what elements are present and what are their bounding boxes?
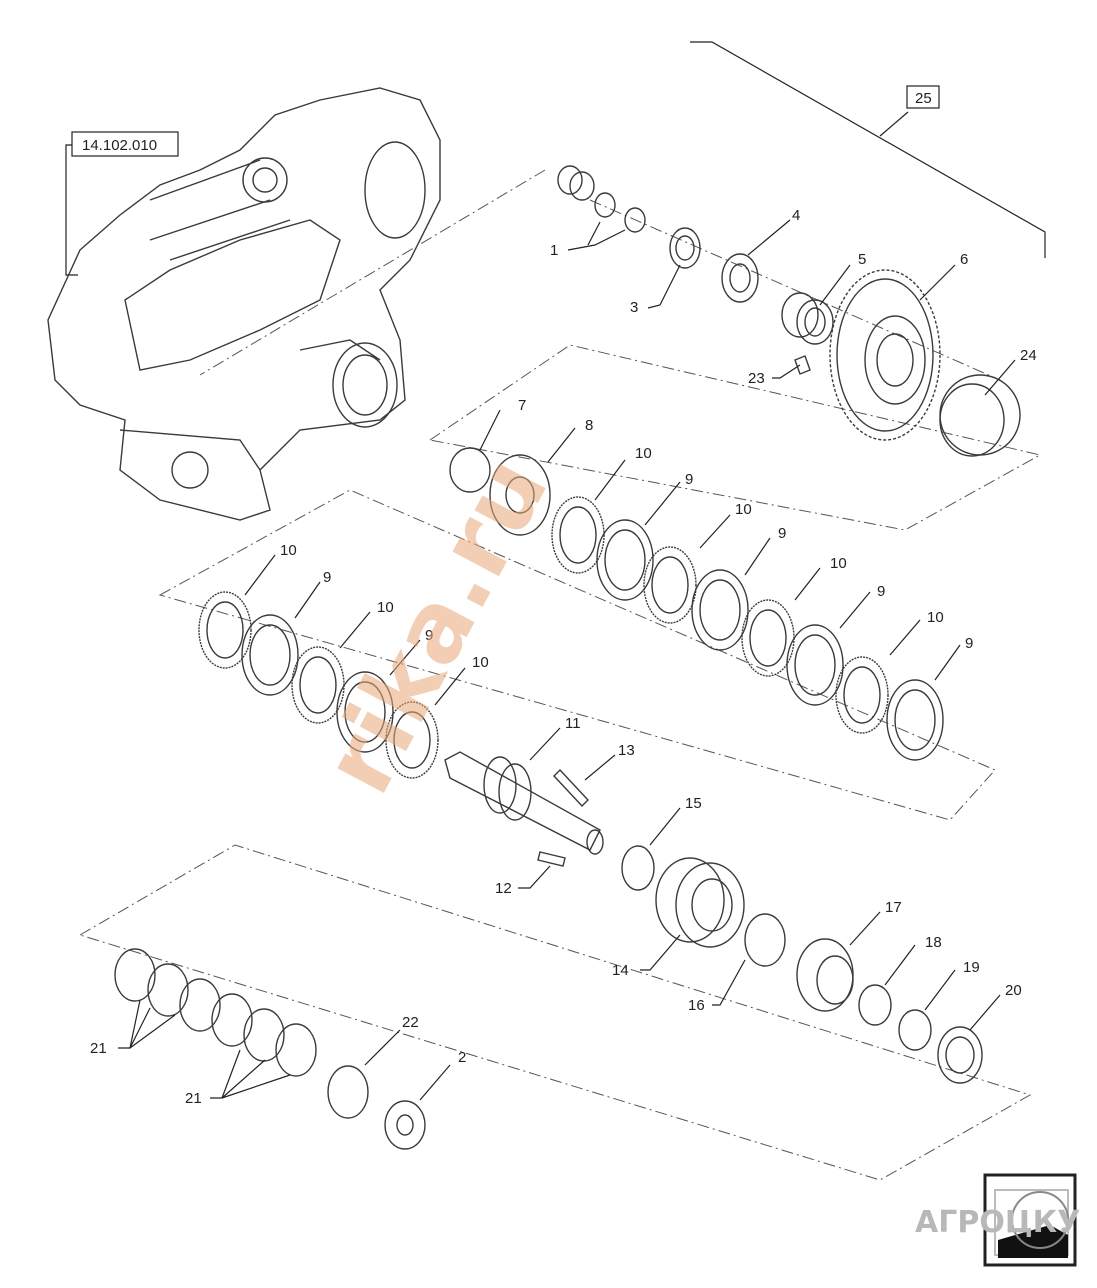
snap-ring-part bbox=[327, 1065, 369, 1119]
callout-3: 3 bbox=[630, 299, 638, 316]
callout-16: 16 bbox=[688, 997, 705, 1014]
housing-ref-label: 14.102.010 bbox=[82, 137, 157, 154]
callout-9: 9 bbox=[965, 635, 973, 652]
callout-9: 9 bbox=[323, 569, 331, 586]
shaft-part bbox=[444, 751, 604, 855]
callout-7: 7 bbox=[518, 397, 526, 414]
callout-8: 8 bbox=[585, 417, 593, 434]
seal-ring-part bbox=[621, 845, 655, 891]
shim-part bbox=[624, 207, 646, 233]
callout-22: 22 bbox=[402, 1014, 419, 1031]
roll-pin-part bbox=[553, 768, 589, 808]
callout-2: 2 bbox=[458, 1049, 466, 1066]
axis-line-gear bbox=[589, 199, 1001, 381]
callout-9: 9 bbox=[778, 525, 786, 542]
clutch-disc-part bbox=[741, 599, 795, 677]
callout-5: 5 bbox=[858, 251, 866, 268]
snap-ring-part bbox=[858, 984, 892, 1026]
callout-4: 4 bbox=[792, 207, 800, 224]
clutch-disc-part bbox=[643, 546, 697, 624]
retainer-part bbox=[796, 938, 854, 1012]
clutch-disc-part bbox=[198, 591, 252, 669]
callout-1: 1 bbox=[550, 242, 558, 259]
callout-14: 14 bbox=[612, 962, 629, 979]
callout-23: 23 bbox=[748, 370, 765, 387]
callout-10: 10 bbox=[927, 609, 944, 626]
transmission-housing bbox=[47, 87, 441, 521]
piston-part bbox=[655, 857, 745, 948]
callout-19: 19 bbox=[963, 959, 980, 976]
seal-ring-part bbox=[744, 913, 786, 967]
thrust-washer-part bbox=[489, 454, 551, 536]
housing-ref: 14.102.010 bbox=[65, 131, 179, 276]
clutch-disc-part bbox=[385, 701, 439, 779]
callout-11: 11 bbox=[565, 715, 581, 732]
steel-plate-part bbox=[241, 614, 299, 696]
callout-labels: 1 2 3 4 5 6 7 8 11 12 13 14 15 16 17 18 … bbox=[90, 207, 1037, 1107]
callout-20: 20 bbox=[1005, 982, 1022, 999]
bearing-part bbox=[721, 253, 759, 303]
gear-part bbox=[829, 269, 941, 441]
brand-logo: АГРОЦКУ bbox=[915, 1173, 1080, 1267]
assembly-ref-label: 25 bbox=[915, 90, 932, 107]
callout-9: 9 bbox=[425, 627, 433, 644]
callout-6: 6 bbox=[960, 251, 968, 268]
callout-10: 10 bbox=[472, 654, 489, 671]
callout-10: 10 bbox=[735, 501, 752, 518]
callout-9: 9 bbox=[685, 471, 693, 488]
steel-plate-part bbox=[691, 569, 749, 651]
key-part bbox=[537, 851, 566, 867]
bolt-part bbox=[794, 355, 811, 375]
group-outline-upper bbox=[428, 344, 1042, 531]
axis-line-top bbox=[199, 169, 546, 376]
brand-text: АГРОЦКУ bbox=[915, 1205, 1080, 1240]
washer-part bbox=[384, 1100, 426, 1150]
seal-part bbox=[669, 227, 701, 269]
hub-part bbox=[939, 374, 1021, 457]
bearing-part bbox=[937, 1026, 983, 1084]
callout-12: 12 bbox=[495, 880, 512, 897]
callout-9: 9 bbox=[877, 583, 885, 600]
callout-18: 18 bbox=[925, 934, 942, 951]
callout-24: 24 bbox=[1020, 347, 1037, 364]
seal-rings-set bbox=[114, 948, 317, 1077]
callout-10: 10 bbox=[280, 542, 297, 559]
steel-plate-part bbox=[886, 679, 944, 761]
group-outline-middle bbox=[158, 489, 996, 821]
bearing-part bbox=[781, 292, 834, 345]
leader-lines bbox=[118, 219, 1016, 1101]
snap-ring-part bbox=[898, 1009, 932, 1051]
snap-ring-part bbox=[449, 447, 491, 493]
callout-10: 10 bbox=[830, 555, 847, 572]
steel-plate-part bbox=[596, 519, 654, 601]
group-outline-lower bbox=[78, 844, 1032, 1181]
callout-15: 15 bbox=[685, 795, 702, 812]
callout-21-upper: 21 bbox=[90, 1040, 107, 1057]
callout-10: 10 bbox=[377, 599, 394, 616]
shim-part bbox=[594, 192, 616, 218]
steel-plate-part bbox=[336, 671, 394, 753]
steel-plate-part bbox=[786, 624, 844, 706]
assembly-bracket: 25 bbox=[690, 41, 1046, 258]
callout-10: 10 bbox=[635, 445, 652, 462]
clutch-disc-part bbox=[551, 496, 605, 574]
callout-13: 13 bbox=[618, 742, 635, 759]
callout-21-lower: 21 bbox=[185, 1090, 202, 1107]
callout-17: 17 bbox=[885, 899, 902, 916]
clutch-disc-part bbox=[835, 656, 889, 734]
bushing-part bbox=[557, 165, 595, 201]
